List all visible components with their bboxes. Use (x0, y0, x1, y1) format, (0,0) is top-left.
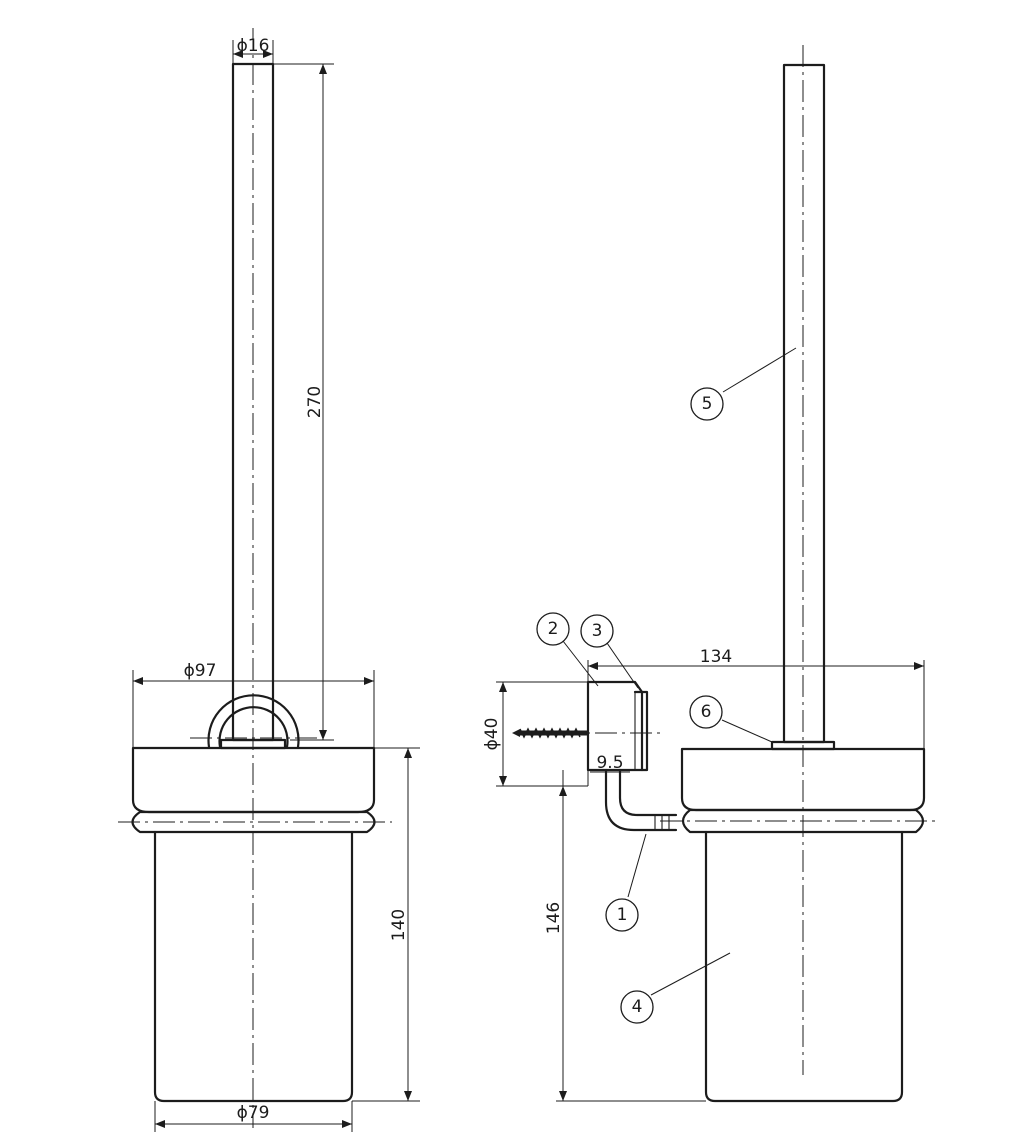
balloon-1-label: 1 (617, 905, 628, 925)
wall-screw (512, 727, 588, 739)
wall-mount (586, 680, 644, 772)
balloon-3: 3 (580, 614, 614, 648)
balloon-6: 6 (689, 695, 723, 729)
dim-cup-diameter: ϕ79 (237, 1103, 270, 1123)
glass-cup-side (704, 830, 904, 1103)
dim-rod-diameter: ϕ16 (237, 36, 270, 56)
bracket-arm-outer (604, 768, 678, 832)
balloon-4: 4 (620, 990, 654, 1024)
part-callouts: 1 2 3 4 5 6 (536, 347, 797, 1024)
dim-wall-plate-thickness: 9.5 (596, 753, 623, 773)
balloon-2: 2 (536, 612, 570, 646)
balloon-5: 5 (690, 387, 724, 421)
balloon-1: 1 (605, 898, 639, 932)
dim-outer-diameter: ϕ97 (184, 661, 217, 681)
dim-cup-height-front: 140 (389, 909, 409, 941)
front-dimensions: ϕ16 270 ϕ97 140 ϕ79 (132, 36, 420, 1132)
balloon-3-label: 3 (592, 621, 603, 641)
holder-ring-outer (207, 694, 300, 749)
balloon-6-label: 6 (701, 702, 712, 722)
holder-ring-inner (218, 706, 289, 749)
side-view (512, 45, 940, 1103)
dim-cup-height-side: 146 (544, 902, 564, 934)
holder-rim (131, 810, 376, 834)
holder-rim-side (681, 808, 925, 834)
balloon-4-label: 4 (632, 997, 643, 1017)
balloon-2-label: 2 (548, 619, 559, 639)
side-dimensions: 134 ϕ40 9.5 146 (482, 647, 925, 1102)
brush-rod-side (782, 63, 826, 744)
dim-total-height-front: 270 (305, 386, 325, 418)
front-view (118, 28, 392, 1128)
wall-mount-cover (633, 690, 649, 772)
glass-cup (153, 830, 354, 1103)
balloon-5-label: 5 (702, 394, 713, 414)
dim-bracket-projection: 134 (700, 647, 732, 667)
bracket-arm-inner (618, 768, 678, 817)
dim-wall-plate-diameter: ϕ40 (482, 718, 502, 751)
